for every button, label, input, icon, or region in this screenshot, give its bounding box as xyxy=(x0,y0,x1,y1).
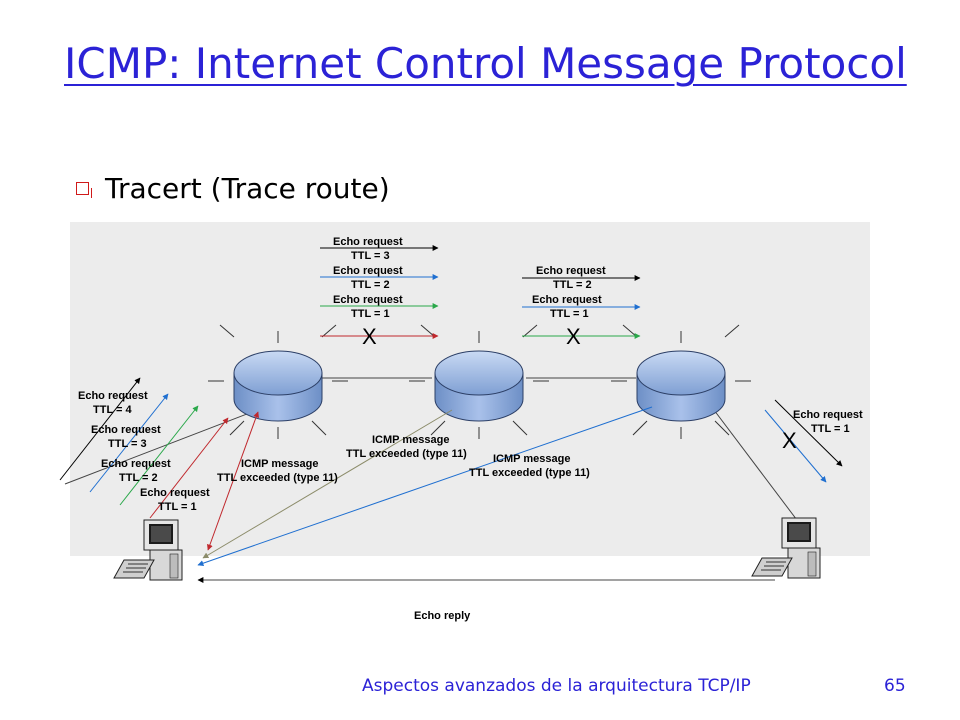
src-ttl3-label: Echo request xyxy=(91,424,161,436)
dest-drop-mark: X xyxy=(782,428,797,453)
hop2-echo1-ttl: TTL = 1 xyxy=(550,308,589,320)
icmp3-type: TTL exceeded (type 11) xyxy=(469,467,590,479)
hop1-echo2-ttl: TTL = 2 xyxy=(351,279,390,291)
icmp1-label: ICMP message xyxy=(241,458,318,470)
router-2 xyxy=(409,324,549,439)
echo-reply-label: Echo reply xyxy=(414,610,471,622)
src-ttl1-label: Echo request xyxy=(140,487,210,499)
echo-requests-hop1: Echo request TTL = 3 Echo request TTL = … xyxy=(320,236,439,349)
bullet-item: Tracert (Trace route) xyxy=(76,172,390,205)
page-number: 65 xyxy=(884,676,906,696)
checkbox-bullet-icon xyxy=(76,182,92,198)
src-ttl4-label: Echo request xyxy=(78,390,148,402)
source-echo-requests: Echo request TTL = 4 Echo request TTL = … xyxy=(59,377,229,519)
hop2-drop-mark: X xyxy=(566,324,581,349)
src-ttl3-value: TTL = 3 xyxy=(108,438,147,450)
hop2-echo2-label: Echo request xyxy=(536,265,606,277)
hop1-echo2-label: Echo request xyxy=(333,265,403,277)
dest-echo-ttl: TTL = 1 xyxy=(811,423,850,435)
hop1-echo1-ttl: TTL = 1 xyxy=(351,308,390,320)
hop1-drop-mark: X xyxy=(362,324,377,349)
icmp3-label: ICMP message xyxy=(493,453,570,465)
src-ttl1-value: TTL = 1 xyxy=(158,501,197,513)
echo-requests-hop2: Echo request TTL = 2 Echo request TTL = … xyxy=(522,265,641,349)
hop1-echo3-label: Echo request xyxy=(333,236,403,248)
router-3 xyxy=(611,324,751,439)
src-ttl4-value: TTL = 4 xyxy=(93,404,132,416)
src-ttl2-label: Echo request xyxy=(101,458,171,470)
icmp2-type: TTL exceeded (type 11) xyxy=(346,448,467,460)
icmp1-type: TTL exceeded (type 11) xyxy=(217,472,338,484)
hop1-echo1-label: Echo request xyxy=(333,294,403,306)
src-ttl2-value: TTL = 2 xyxy=(119,472,158,484)
destination-echo-requests: Echo request TTL = 1 X xyxy=(764,399,863,483)
slide-title: ICMP: Internet Control Message Protocol xyxy=(64,39,907,88)
icmp2-label: ICMP message xyxy=(372,434,449,446)
source-computer-icon xyxy=(113,519,183,581)
destination-computer-icon xyxy=(751,517,821,579)
router-1 xyxy=(208,324,348,439)
hop2-echo2-ttl: TTL = 2 xyxy=(553,279,592,291)
icmp-time-exceeded-replies: ICMP message TTL exceeded (type 11) ICMP… xyxy=(197,406,653,567)
hop1-echo3-ttl: TTL = 3 xyxy=(351,250,390,262)
dest-echo-label: Echo request xyxy=(793,409,863,421)
bullet-text: Tracert (Trace route) xyxy=(105,172,390,205)
hop2-echo1-label: Echo request xyxy=(532,294,602,306)
footer-text: Aspectos avanzados de la arquitectura TC… xyxy=(362,676,751,696)
